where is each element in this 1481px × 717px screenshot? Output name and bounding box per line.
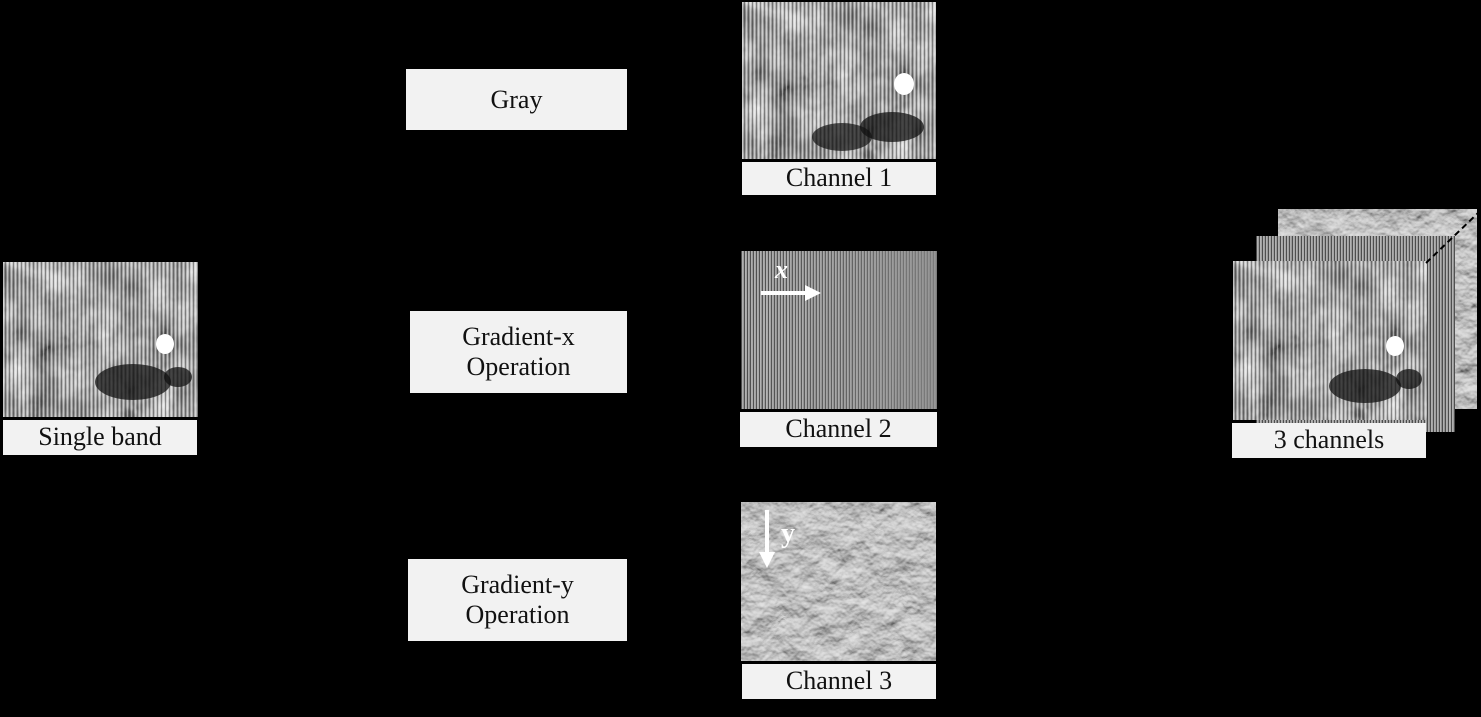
gradient-y-operation-line1: Gradient-y — [461, 570, 574, 600]
gradient-x-operation-line2: Operation — [466, 352, 571, 381]
channel-1-caption: Channel 1 — [742, 162, 936, 195]
channel-2-axis-label: x — [775, 255, 788, 284]
output-caption: 3 channels — [1232, 423, 1426, 458]
channel-2-caption: Channel 2 — [740, 412, 937, 447]
input-image — [3, 262, 198, 417]
channel-3-image: y — [741, 502, 936, 661]
gradient-y-operation-box: Gradient-y Operation — [408, 559, 627, 641]
channel-3-y-arrow-icon — [759, 510, 775, 568]
output-stack-layer-1 — [1233, 261, 1427, 420]
gradient-y-operation-line2: Operation — [465, 600, 570, 629]
channel-1-image — [742, 2, 936, 159]
gradient-x-operation-line1: Gradient-x — [462, 322, 575, 352]
gray-operation-label: Gray — [490, 84, 543, 114]
channel-3-axis-label: y — [781, 518, 795, 549]
channel-3-caption: Channel 3 — [742, 664, 936, 699]
output-stack-dashed-edges — [1425, 212, 1479, 264]
channel-2-image: x — [741, 251, 937, 409]
channel-2-x-arrow-icon — [761, 285, 821, 301]
gray-operation-box: Gray — [406, 69, 627, 130]
input-caption: Single band — [3, 420, 197, 455]
gradient-x-operation-box: Gradient-x Operation — [410, 311, 627, 393]
